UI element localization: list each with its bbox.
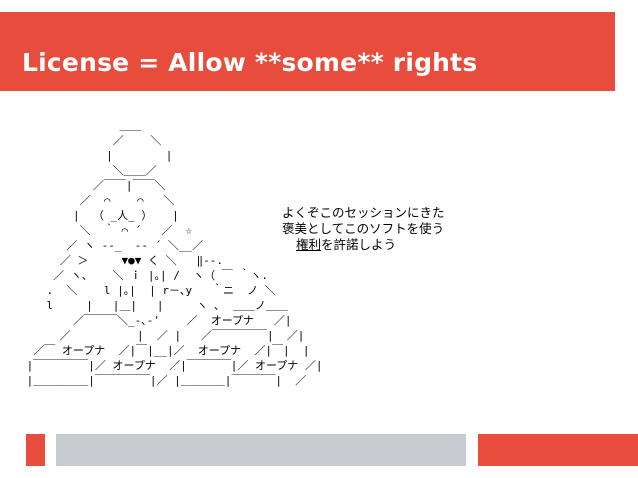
footer-bar <box>56 434 466 466</box>
speech-line-3-rest: を許諾しよう <box>321 237 397 252</box>
speech-line-2: 褒美としてこのソフトを使う <box>282 221 445 236</box>
speech-rights-word: 権利 <box>296 237 322 252</box>
slide-title: License = Allow **some** rights <box>22 48 478 77</box>
footer-accent-right <box>478 434 638 466</box>
ascii-art-character: ＿＿ ／ ＼ | | ＼＿＿／ ／￣￣|￣￣＼ ／ ⌒ ⌒ ＼ | （ _人_ … <box>26 119 323 387</box>
title-bar <box>0 12 615 91</box>
speech-line-1: よくぞこのセッションにきた <box>282 205 445 220</box>
footer-accent-left <box>26 434 45 466</box>
speech-text: よくぞこのセッションにきた 褒美としてこのソフトを使う 権利を許諾しよう <box>282 205 445 253</box>
speech-line-3: 権利を許諾しよう <box>282 237 445 253</box>
